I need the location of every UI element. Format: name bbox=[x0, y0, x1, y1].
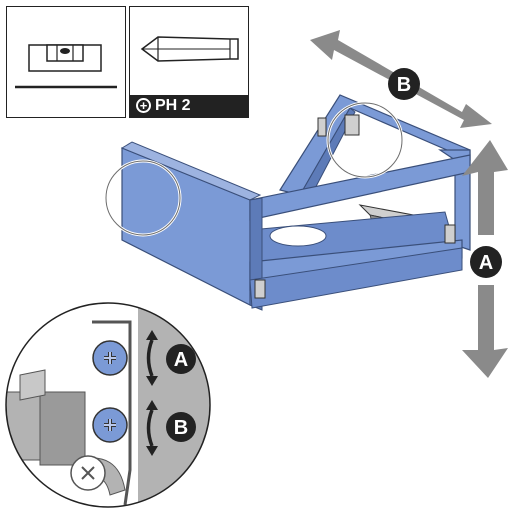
detail-callout-b-letter: B bbox=[174, 417, 188, 439]
height-adjust-arrow bbox=[462, 140, 508, 378]
rear-clip bbox=[444, 224, 456, 244]
mount-bracket bbox=[317, 117, 327, 137]
screwdriver-tool-box: PH 2 bbox=[129, 6, 249, 118]
height-callout-letter: A bbox=[479, 252, 493, 274]
front-clip bbox=[254, 279, 266, 299]
depth-callout: B bbox=[388, 68, 420, 100]
adjust-bracket bbox=[344, 114, 360, 136]
level-tool-box bbox=[6, 6, 126, 118]
detail-view: A B bbox=[5, 302, 211, 508]
detail-callout-a bbox=[166, 344, 196, 374]
drawer-front-panel bbox=[249, 154, 471, 311]
height-callout: A bbox=[470, 246, 502, 278]
phillips-symbol-icon bbox=[136, 98, 151, 113]
phillips-screwdriver-icon bbox=[140, 36, 239, 62]
left-side-panel bbox=[120, 141, 262, 306]
focus-circle-left-outline bbox=[105, 160, 181, 236]
spirit-level-icon bbox=[15, 44, 117, 89]
detail-callout-a-letter: A bbox=[174, 349, 188, 371]
depth-callout-letter: B bbox=[397, 74, 411, 96]
screwdriver-bit-label: PH 2 bbox=[130, 95, 248, 117]
detail-callout-b bbox=[166, 412, 196, 442]
focus-circle-right-outline bbox=[327, 102, 403, 178]
bit-size-text: PH 2 bbox=[155, 97, 191, 114]
detail-circle-outline bbox=[5, 302, 211, 508]
